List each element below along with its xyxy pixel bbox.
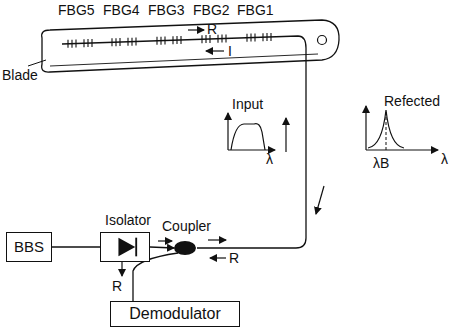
annotation-label: Refected <box>384 94 440 109</box>
annotation-label: λB <box>373 156 389 171</box>
source-box: BBS <box>6 232 52 262</box>
node-label: BBS <box>14 239 44 256</box>
annotation-label: FBG1 <box>237 3 274 18</box>
input-spectrum <box>228 113 275 150</box>
edge-label: R <box>112 279 122 294</box>
node-label: Demodulator <box>129 305 221 323</box>
reflected-spectrum <box>366 106 438 150</box>
annotation-label: R <box>229 251 239 266</box>
direction-arrow <box>208 239 226 240</box>
annotation-label: λ <box>441 152 448 167</box>
blade-edge <box>50 54 318 66</box>
signal-arrow <box>188 29 204 30</box>
annotation-label: Blade <box>2 68 38 83</box>
annotation-label: Input <box>232 97 263 112</box>
annotation-label: R <box>207 22 217 37</box>
annotation-label: λ <box>266 152 273 167</box>
fbg-gratings <box>68 33 271 48</box>
isolator-box: Isolator <box>100 232 150 262</box>
annotation-label: I <box>228 44 232 59</box>
direction-arrow <box>210 257 226 258</box>
leader-line <box>28 60 46 66</box>
fiber-connector <box>150 247 174 248</box>
demodulator-box: Demodulator <box>110 301 240 327</box>
blade-hole <box>318 36 327 45</box>
annotation-label: FBG5 <box>58 3 95 18</box>
isolator-symbol <box>101 233 149 261</box>
node-heading: Isolator <box>105 213 151 228</box>
signal-arrow <box>206 50 224 51</box>
direction-arrow <box>316 186 324 214</box>
fiber-connector <box>52 246 100 247</box>
annotation-label: FBG4 <box>103 3 140 18</box>
annotation-label: FBG3 <box>148 3 185 18</box>
direction-arrow <box>158 240 172 241</box>
annotation-label: FBG2 <box>193 3 230 18</box>
node-heading: Coupler <box>162 219 211 234</box>
coupler-ellipse: Coupler <box>174 241 196 255</box>
direction-arrow <box>285 118 286 152</box>
optical-fiber <box>62 36 306 248</box>
blade-outline <box>42 20 339 72</box>
